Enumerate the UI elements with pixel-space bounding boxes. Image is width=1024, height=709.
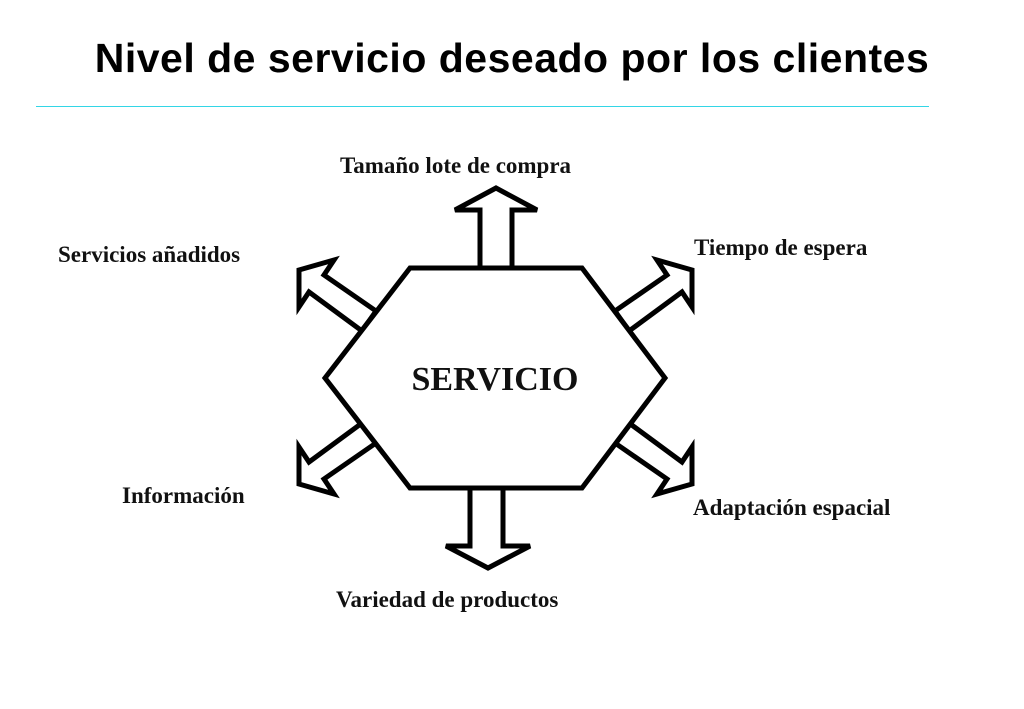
label-tamano-lote: Tamaño lote de compra: [340, 153, 572, 178]
service-hexagon: [321, 265, 669, 491]
arrow-down-icon: [444, 485, 532, 571]
slide-title: Nivel de servicio deseado por los client…: [94, 35, 930, 81]
label-variedad-productos: Variedad de productos: [336, 587, 559, 612]
label-tiempo-espera: Tiempo de espera: [694, 235, 868, 260]
label-servicios-anadidos: Servicios añadidos: [58, 242, 241, 267]
label-adaptacion-espacial: Adaptación espacial: [693, 495, 891, 520]
arrow-up-right-icon: [611, 255, 695, 335]
center-label: SERVICIO: [411, 361, 579, 398]
arrow-down-left-icon: [296, 419, 380, 499]
label-informacion: Información: [122, 483, 245, 508]
arrow-down-right-icon: [611, 419, 695, 499]
arrow-up-icon: [453, 185, 539, 271]
title-underline: [36, 106, 929, 107]
arrow-up-left-icon: [296, 255, 380, 335]
